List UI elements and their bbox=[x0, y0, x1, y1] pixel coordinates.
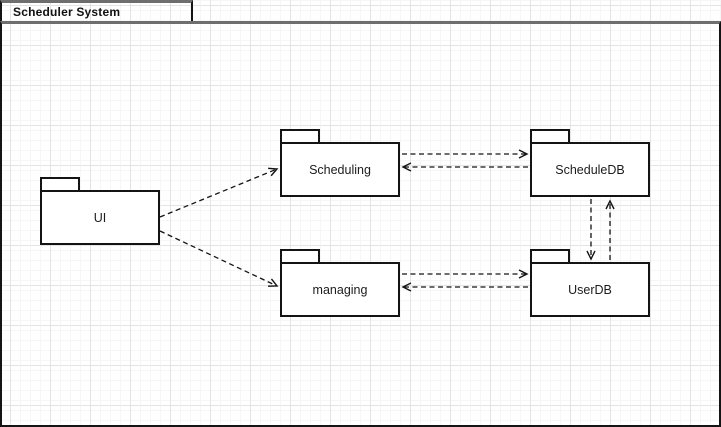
package-scheduling-body: Scheduling bbox=[280, 142, 400, 197]
package-scheduledb-tab bbox=[530, 129, 570, 144]
package-ui-body: UI bbox=[40, 190, 160, 245]
package-ui[interactable]: UI bbox=[40, 177, 160, 245]
package-userdb-body: UserDB bbox=[530, 262, 650, 317]
package-managing[interactable]: managing bbox=[280, 249, 400, 317]
package-scheduledb-body: ScheduleDB bbox=[530, 142, 650, 197]
package-userdb-label: UserDB bbox=[568, 282, 612, 297]
package-userdb-tab bbox=[530, 249, 570, 264]
frame-title: Scheduler System bbox=[13, 5, 121, 19]
package-managing-label: managing bbox=[312, 282, 368, 297]
package-managing-body: managing bbox=[280, 262, 400, 317]
package-scheduling-label: Scheduling bbox=[309, 162, 371, 177]
package-ui-label: UI bbox=[93, 210, 107, 225]
frame-title-tab[interactable]: Scheduler System bbox=[0, 0, 193, 21]
package-ui-tab bbox=[40, 177, 80, 192]
package-scheduledb-label: ScheduleDB bbox=[555, 162, 625, 177]
system-frame bbox=[0, 21, 721, 427]
package-scheduling-tab bbox=[280, 129, 320, 144]
package-userdb[interactable]: UserDB bbox=[530, 249, 650, 317]
package-scheduledb[interactable]: ScheduleDB bbox=[530, 129, 650, 197]
package-managing-tab bbox=[280, 249, 320, 264]
package-scheduling[interactable]: Scheduling bbox=[280, 129, 400, 197]
